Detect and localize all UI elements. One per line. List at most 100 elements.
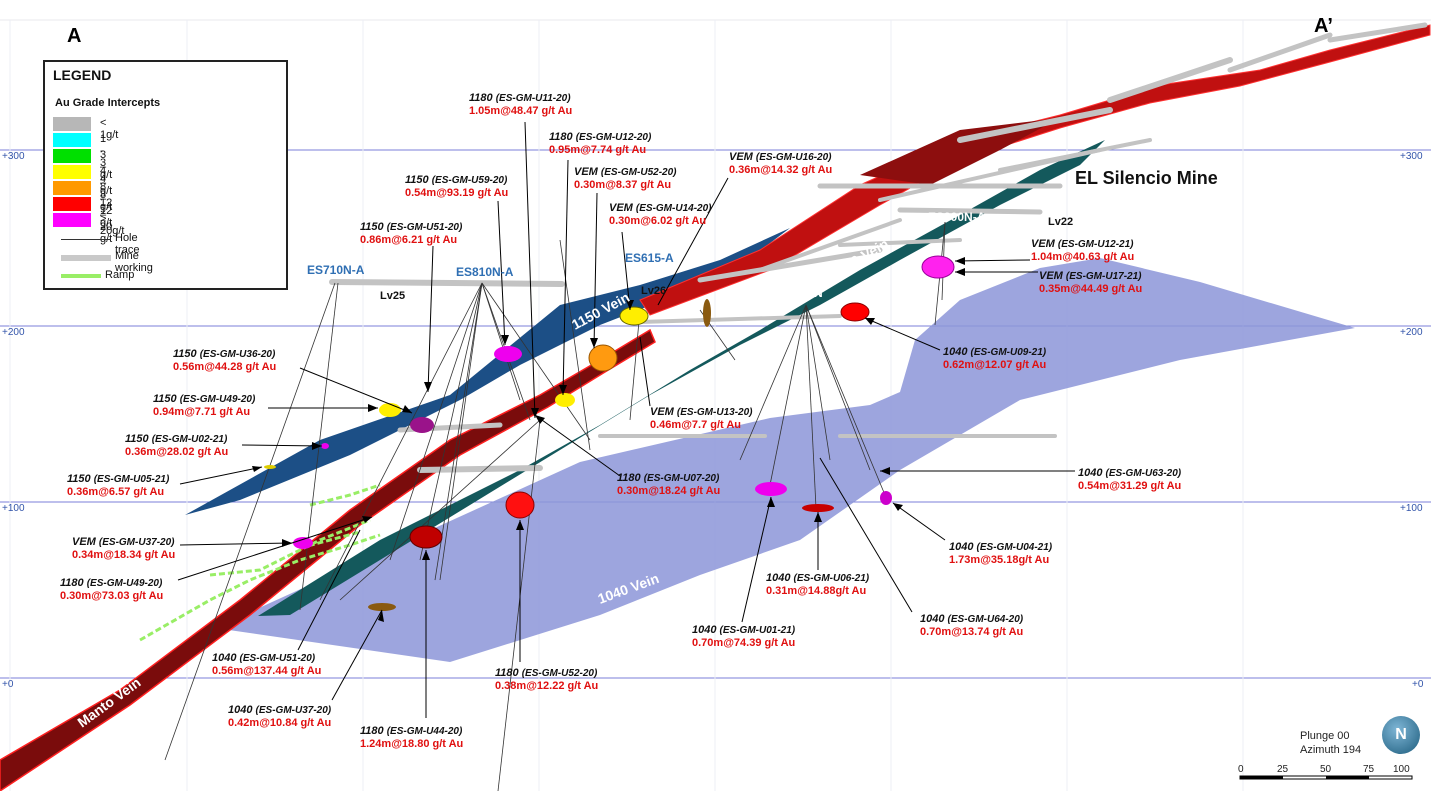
hole-id: (ES-GM-U01-21)	[719, 625, 796, 636]
hole-id: (ES-GM-U49-20)	[86, 578, 163, 589]
intercept-label: VEM (ES-GM-U13-20)0.46m@7.7 g/t Au	[650, 406, 752, 432]
stope-es810n-a: ES810N-A	[456, 265, 514, 279]
intercept-u02-21	[321, 443, 329, 449]
red-vein-patch	[860, 118, 1060, 185]
hole-id: (ES-GM-U37-20)	[255, 705, 332, 716]
grade: 0.56m@44.28 g/t Au	[173, 361, 277, 373]
grade: 0.70m@74.39 g/t Au	[692, 637, 796, 649]
legend-label: 1 - 3 g/t	[100, 133, 113, 181]
grade: 0.30m@18.24 g/t Au	[617, 485, 721, 497]
legend-line-swatch	[61, 274, 101, 278]
vein-1040-surface	[215, 258, 1355, 662]
elev-left-300: +300	[2, 151, 25, 162]
elev-right-200: +200	[1400, 327, 1423, 338]
elev-right-0: +0	[1412, 679, 1424, 690]
intercept-label: 1040 (ES-GM-U51-20)0.56m@137.44 g/t Au	[212, 652, 321, 678]
hole-id: (ES-GM-U07-20)	[643, 473, 720, 484]
vein-code: 1150	[173, 348, 197, 360]
grade: 0.86m@6.21 g/t Au	[360, 234, 458, 246]
legend-swatch	[53, 165, 91, 179]
grade: 1.24m@18.80 g/t Au	[360, 738, 464, 750]
legend-label: 3 – 4 g/t	[100, 149, 113, 197]
grade: 0.42m@10.84 g/t Au	[228, 717, 332, 729]
intercept-u37-20-vem	[293, 537, 313, 549]
vein-code: 1040	[766, 572, 791, 584]
manto-vein	[0, 328, 656, 791]
vein-code: VEM	[1039, 270, 1063, 282]
elev-right-100: +100	[1400, 503, 1423, 514]
stope-es610n: ES610N	[778, 286, 823, 300]
level-lv26: Lv26	[641, 285, 667, 297]
hole-id: (ES-GM-U12-21)	[1057, 239, 1134, 250]
grade: 0.34m@18.34 g/t Au	[72, 549, 176, 561]
intercept-label: 1180 (ES-GM-U52-20)0.38m@12.22 g/t Au	[495, 667, 598, 693]
legend-swatch	[53, 133, 91, 147]
intercept-label: 1150 (ES-GM-U05-21)0.36m@6.57 g/t Au	[67, 473, 169, 499]
plunge-label: Plunge 00	[1300, 730, 1350, 742]
hole-id: (ES-GM-U09-21)	[970, 347, 1047, 358]
grade: 0.36m@14.32 g/t Au	[729, 164, 833, 176]
hole-id: (ES-GM-U52-20)	[600, 167, 677, 178]
intercept-u36-20	[410, 417, 434, 433]
legend: LEGEND Au Grade Intercepts < 1g/t 1 - 3 …	[43, 60, 288, 290]
intercept-label: VEM (ES-GM-U14-20)0.30m@6.02 g/t Au	[609, 202, 711, 228]
intercept-u09-21	[840, 302, 870, 322]
legend-swatch	[53, 197, 91, 211]
grade: 0.38m@12.22 g/t Au	[495, 680, 599, 692]
intercept-u44-20	[409, 525, 443, 549]
vein-code: 1180	[549, 131, 573, 143]
hole-id: (ES-GM-U13-20)	[676, 407, 753, 418]
vein-code: VEM	[609, 202, 633, 214]
intercept-label: 1150 (ES-GM-U36-20)0.56m@44.28 g/t Au	[173, 348, 276, 374]
intercept-u04-21	[880, 491, 892, 505]
hole-id: (ES-GM-U04-21)	[976, 542, 1053, 553]
intercept-label: 1180 (ES-GM-U49-20)0.30m@73.03 g/t Au	[60, 577, 163, 603]
hole-id: (ES-GM-U12-20)	[575, 132, 652, 143]
elev-left-0: +0	[2, 679, 14, 690]
hole-id: (ES-GM-U05-21)	[93, 474, 170, 485]
stope-es615-a: ES615-A	[625, 251, 674, 265]
vein-code: 1040	[943, 346, 968, 358]
vein-code: 1040	[228, 704, 253, 716]
vein-code: 1180	[495, 667, 519, 679]
intercept-label: 1180 (ES-GM-U12-20)0.95m@7.74 g/t Au	[549, 131, 651, 157]
vein-code: 1040	[1078, 467, 1103, 479]
hole-id: (ES-GM-U44-20)	[386, 726, 463, 737]
intercept-label: 1040 (ES-GM-U04-21)1.73m@35.18g/t Au	[949, 541, 1052, 567]
vein-code: VEM	[650, 406, 674, 418]
vein-code: VEM	[1031, 238, 1055, 250]
legend-label: Mine working	[115, 250, 153, 274]
intercept-label: 1040 (ES-GM-U64-20)0.70m@13.74 g/t Au	[920, 613, 1023, 639]
arrow-heads	[252, 257, 965, 622]
hole-id: (ES-GM-U16-20)	[755, 152, 832, 163]
vein-1180-surface	[258, 140, 1105, 616]
intercept-brown-2	[703, 299, 711, 327]
intercept-label: 1180 (ES-GM-U11-20)1.05m@48.47 g/t Au	[469, 92, 572, 118]
vein-1150-surface	[185, 228, 790, 515]
hole-id: (ES-GM-U11-20)	[495, 93, 571, 104]
intercept-label: VEM (ES-GM-U17-21)0.35m@44.49 g/t Au	[1039, 270, 1142, 296]
legend-line-swatch	[61, 255, 111, 261]
intercept-label: VEM (ES-GM-U12-21)1.04m@40.63 g/t Au	[1031, 238, 1134, 264]
vein-code: 1150	[125, 433, 149, 445]
intercept-label: 1040 (ES-GM-U63-20)0.54m@31.29 g/t Au	[1078, 467, 1181, 493]
intercept-label: 1040 (ES-GM-U09-21)0.62m@12.07 g/t Au	[943, 346, 1046, 372]
intercept-brown-1	[368, 603, 396, 611]
intercept-u14-20	[619, 306, 649, 326]
vein-code: 1040	[920, 613, 945, 625]
intercept-u07-20	[505, 491, 535, 519]
hole-id: (ES-GM-U52-20)	[521, 668, 598, 679]
intercept-label: 1040 (ES-GM-U01-21)0.70m@74.39 g/t Au	[692, 624, 795, 650]
intercept-label: 1180 (ES-GM-U44-20)1.24m@18.80 g/t Au	[360, 725, 463, 751]
scale-label: 0	[1238, 764, 1244, 775]
grade: 0.94m@7.71 g/t Au	[153, 406, 251, 418]
vein-code: 1040	[212, 652, 237, 664]
vein-code: VEM	[574, 166, 598, 178]
vein-code: 1150	[405, 174, 429, 186]
stope-es900n-a: ES900N-A	[928, 210, 986, 224]
section-label-a: A	[67, 25, 82, 47]
scale-bar	[1239, 775, 1413, 780]
intercept-label: VEM (ES-GM-U16-20)0.36m@14.32 g/t Au	[729, 151, 832, 177]
elev-left-200: +200	[2, 327, 25, 338]
grade: 0.36m@28.02 g/t Au	[125, 446, 229, 458]
